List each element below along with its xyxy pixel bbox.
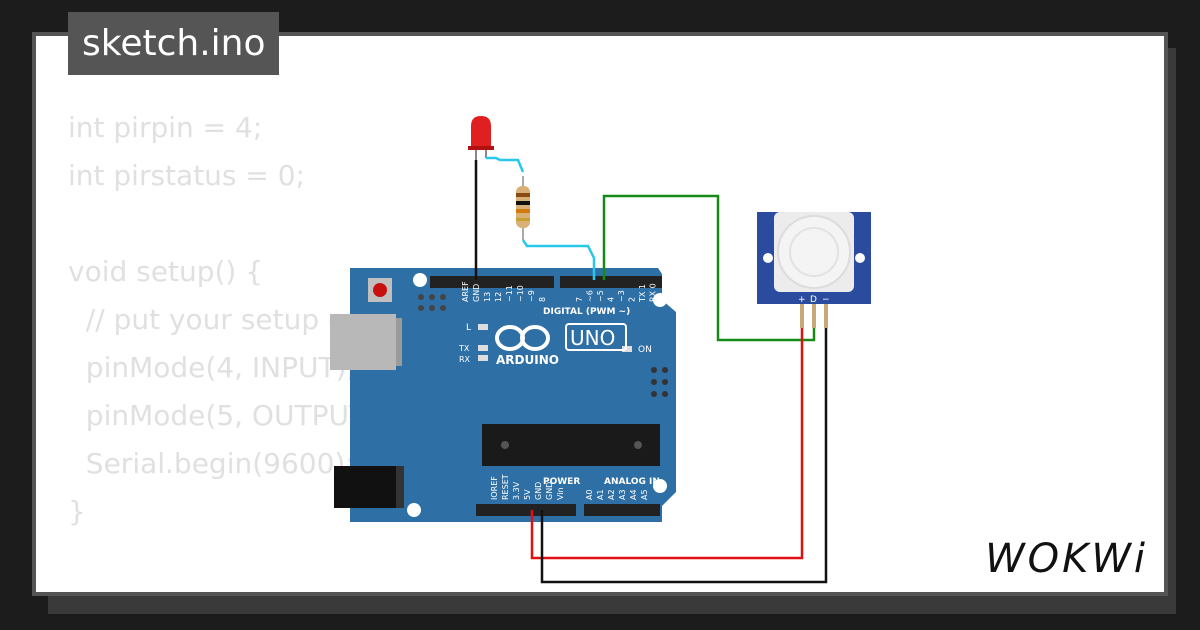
pin-label: A1 xyxy=(596,489,605,500)
wire-led-resistor xyxy=(486,156,525,173)
analog-label: ANALOG IN xyxy=(604,477,660,487)
pin-label: ~5 xyxy=(596,290,605,302)
l-label: L xyxy=(466,323,471,333)
wire-resistor-pin5 xyxy=(521,239,596,280)
wires xyxy=(474,156,828,584)
pin-label: A0 xyxy=(585,489,594,500)
tx-label: TX xyxy=(458,344,470,353)
pin-label: RESET xyxy=(501,474,510,500)
pin-label: 2 xyxy=(628,297,637,302)
code-line: int pirstatus = 0; xyxy=(68,159,306,192)
digital-label: DIGITAL (PWM ~) xyxy=(543,307,630,317)
code-line: void loop() { xyxy=(68,584,655,592)
code-line: pinMode(5, OUTPUT); xyxy=(68,399,387,432)
on-label: ON xyxy=(638,345,652,355)
resistor[interactable] xyxy=(516,176,530,240)
pin-label: GND xyxy=(545,482,554,500)
wire-gnd xyxy=(540,328,828,584)
pin-label: 5V xyxy=(523,489,532,500)
pin-label: 3.3V xyxy=(512,481,521,500)
code-line: void setup() { xyxy=(68,255,264,288)
pin-label: Vin xyxy=(556,487,565,500)
pin-label: ~9 xyxy=(527,290,536,302)
power-label: POWER xyxy=(543,477,580,487)
atmega-chip xyxy=(482,424,660,466)
pin-label: A2 xyxy=(607,489,616,500)
wire-pir-data xyxy=(602,194,816,342)
pin-label: 8 xyxy=(538,297,547,302)
pin-label: IOREF xyxy=(490,476,499,500)
pin-label: A5 xyxy=(640,489,649,500)
wire-5v xyxy=(530,328,804,560)
pir-motion-sensor[interactable]: + D − xyxy=(757,212,871,328)
pir-vcc-label: + xyxy=(798,295,806,305)
code-line: Serial.begin(9600); xyxy=(68,447,355,480)
sketch-title: sketch.ino xyxy=(68,12,280,75)
code-line: } xyxy=(68,495,86,528)
board-name: ARDUINO xyxy=(496,353,559,367)
red-led[interactable] xyxy=(468,116,494,160)
pin-label: 13 xyxy=(483,292,492,302)
pir-gnd-label: − xyxy=(822,295,830,305)
pin-label: ~6 xyxy=(586,290,595,302)
pin-label: AREF xyxy=(461,281,470,302)
pin-label: GND xyxy=(472,284,481,302)
pin-label: ~11 xyxy=(505,285,514,302)
board-model: UNO xyxy=(570,326,615,350)
pir-data-label: D xyxy=(810,295,817,305)
power-jack xyxy=(334,466,402,508)
pin-label: ~3 xyxy=(617,290,626,302)
pin-label: ~10 xyxy=(516,285,525,302)
code-line: int pirpin = 4; xyxy=(68,111,263,144)
arduino-logo-icon xyxy=(495,325,550,351)
usb-port xyxy=(330,314,396,370)
pin-label: 4 xyxy=(607,297,616,302)
pin-label: RX 0 xyxy=(649,283,658,302)
pin-label: TX 1 xyxy=(638,284,647,303)
pin-label: A4 xyxy=(629,489,638,500)
pin-label: 7 xyxy=(575,297,584,302)
rx-label: RX xyxy=(459,355,471,364)
arduino-uno-board[interactable]: UNO ARDUINO ON L TX RX DIGITAL (PWM ~) P… xyxy=(330,268,676,522)
pin-label: 12 xyxy=(494,292,503,302)
pin-label: GND xyxy=(534,482,543,500)
wokwi-logo: WOKWi xyxy=(985,536,1148,582)
pin-label: A3 xyxy=(618,489,627,500)
